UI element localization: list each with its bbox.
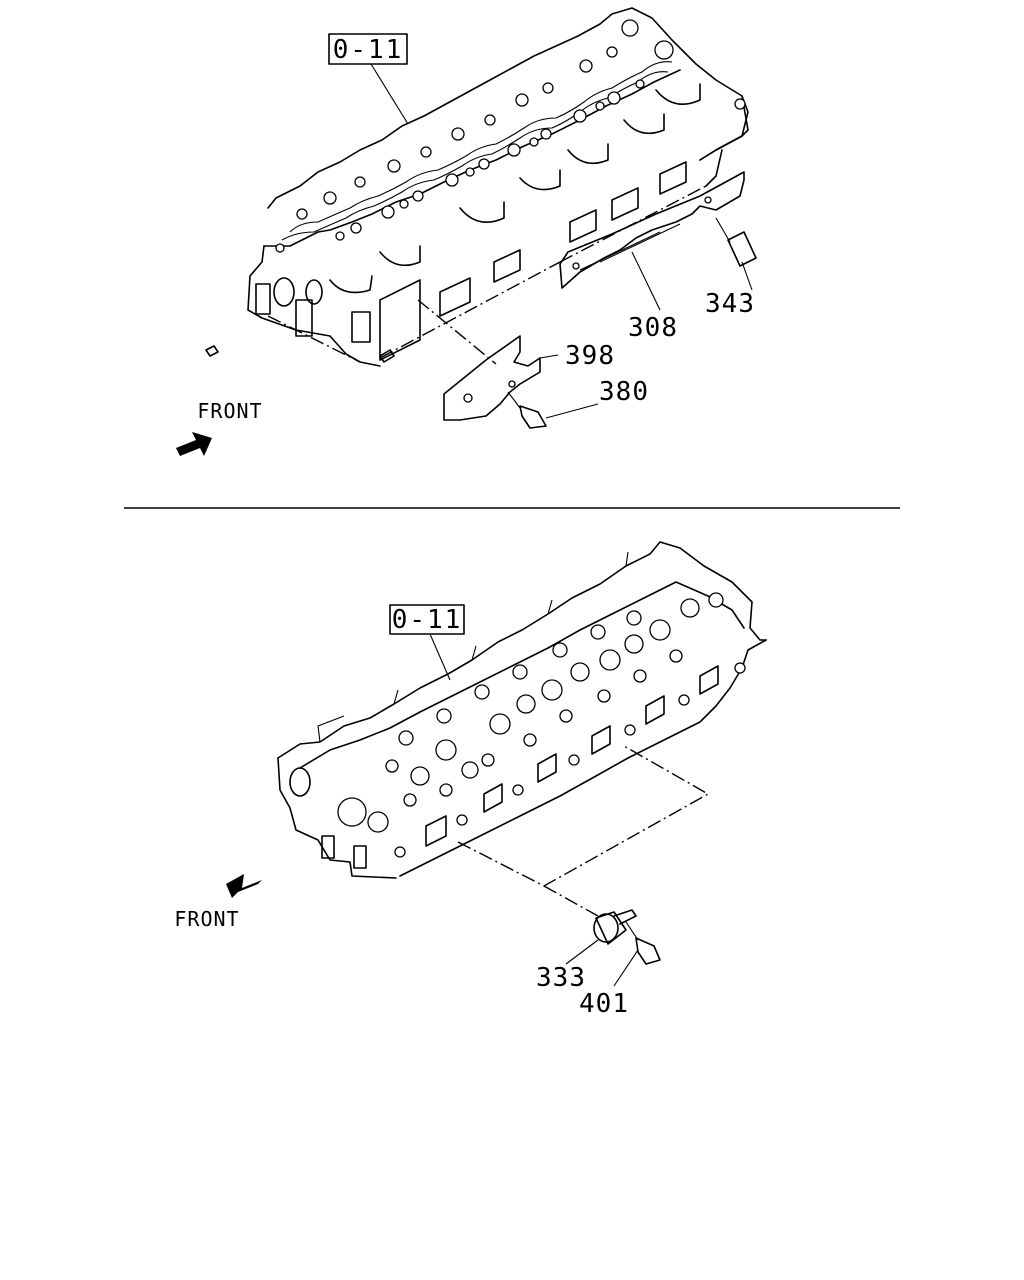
reference-box-top: 0-11 xyxy=(328,33,409,125)
callout-380: 380 xyxy=(599,377,649,407)
callout-398: 398 xyxy=(565,341,615,371)
bottom-head-holes xyxy=(337,592,724,833)
bottom-view: 0-11 xyxy=(174,541,767,1019)
gasket-plate-308 xyxy=(559,171,745,311)
reference-box-top-label: 0-11 xyxy=(333,35,404,65)
sensor-333 xyxy=(565,909,637,965)
top-head-holes xyxy=(275,19,746,253)
arrow-up-right-icon xyxy=(176,432,212,456)
callout-308: 308 xyxy=(628,313,678,343)
arrow-down-left-icon xyxy=(226,874,262,898)
front-label-top: FRONT xyxy=(197,399,262,423)
callout-401: 401 xyxy=(579,989,629,1019)
reference-box-bottom: 0-11 xyxy=(389,604,465,681)
cylinder-head-bottom xyxy=(277,541,767,879)
cylinder-head-top xyxy=(205,7,749,367)
reference-box-bottom-label: 0-11 xyxy=(392,605,463,635)
bolt-401 xyxy=(613,921,661,987)
top-view: 0-11 xyxy=(176,7,757,456)
front-label-bottom: FRONT xyxy=(174,907,239,931)
callout-333: 333 xyxy=(536,963,586,993)
bolt-380 xyxy=(507,391,599,429)
bolt-343 xyxy=(715,217,757,291)
callout-343: 343 xyxy=(705,289,755,319)
bracket-398 xyxy=(417,299,559,421)
